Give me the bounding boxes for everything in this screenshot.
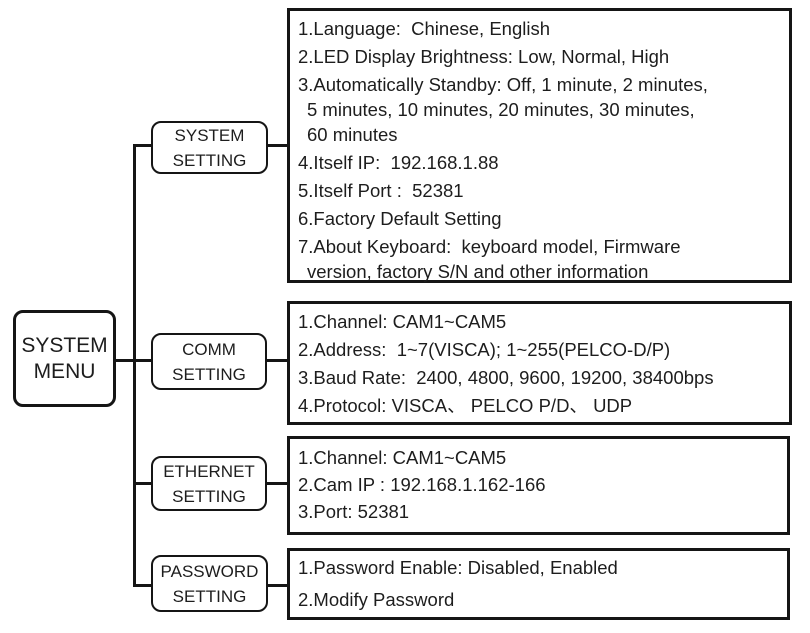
- connector-root-to-trunk: [114, 359, 153, 362]
- menu-item: 4.Protocol: VISCA、 PELCO P/D、 UDP: [298, 395, 633, 416]
- connector-branch-password-setting: [133, 584, 153, 587]
- menu-item: 1.Channel: CAM1~CAM5: [298, 311, 507, 332]
- password-setting-item-list: 1.Password Enable: Disabled, Enabled 2.M…: [298, 555, 781, 612]
- connector-password-setting-to-panel: [266, 584, 289, 587]
- menu-item: 3.Automatically Standby: Off, 1 minute, …: [298, 74, 708, 145]
- branch-node-comm-setting: COMM SETTING: [151, 333, 267, 390]
- system-menu-node: SYSTEM MENU: [13, 310, 116, 407]
- menu-item: 3.Port: 52381: [298, 501, 410, 522]
- branch-node-ethernet-setting: ETHERNET SETTING: [151, 456, 267, 511]
- menu-item: 1.Password Enable: Disabled, Enabled: [298, 557, 618, 578]
- menu-item: 2.Modify Password: [298, 589, 455, 610]
- menu-item: 2.Address: 1~7(VISCA); 1~255(PELCO-D/P): [298, 339, 671, 360]
- connector-comm-setting-to-panel: [265, 359, 289, 362]
- panel-ethernet-setting: 1.Channel: CAM1~CAM5 2.Cam IP : 192.168.…: [287, 436, 790, 535]
- panel-password-setting: 1.Password Enable: Disabled, Enabled 2.M…: [287, 548, 790, 620]
- panel-system-setting: 1.Language: Chinese, English 2.LED Displ…: [287, 8, 792, 283]
- panel-comm-setting: 1.Channel: CAM1~CAM5 2.Address: 1~7(VISC…: [287, 301, 792, 425]
- menu-item: 5.Itself Port : 52381: [298, 180, 464, 201]
- menu-item: 1.Language: Chinese, English: [298, 18, 550, 39]
- connector-system-setting-to-panel: [266, 144, 289, 147]
- menu-item: 1.Channel: CAM1~CAM5: [298, 447, 507, 468]
- connector-ethernet-setting-to-panel: [265, 482, 289, 485]
- menu-item: 4.Itself IP: 192.168.1.88: [298, 152, 499, 173]
- connector-branch-ethernet-setting: [133, 482, 153, 485]
- branch-node-password-setting: PASSWORD SETTING: [151, 555, 268, 612]
- menu-item: 7.About Keyboard: keyboard model, Firmwa…: [298, 236, 681, 282]
- comm-setting-item-list: 1.Channel: CAM1~CAM5 2.Address: 1~7(VISC…: [298, 309, 783, 418]
- connector-trunk-line: [133, 144, 136, 587]
- menu-item: 3.Baud Rate: 2400, 4800, 9600, 19200, 38…: [298, 367, 714, 388]
- menu-item: 2.Cam IP : 192.168.1.162-166: [298, 474, 546, 495]
- system-setting-item-list: 1.Language: Chinese, English 2.LED Displ…: [298, 16, 783, 284]
- menu-item: 6.Factory Default Setting: [298, 208, 502, 229]
- menu-item: 2.LED Display Brightness: Low, Normal, H…: [298, 46, 670, 67]
- branch-node-system-setting: SYSTEM SETTING: [151, 121, 268, 174]
- ethernet-setting-item-list: 1.Channel: CAM1~CAM5 2.Cam IP : 192.168.…: [298, 445, 781, 524]
- connector-branch-system-setting: [133, 144, 153, 147]
